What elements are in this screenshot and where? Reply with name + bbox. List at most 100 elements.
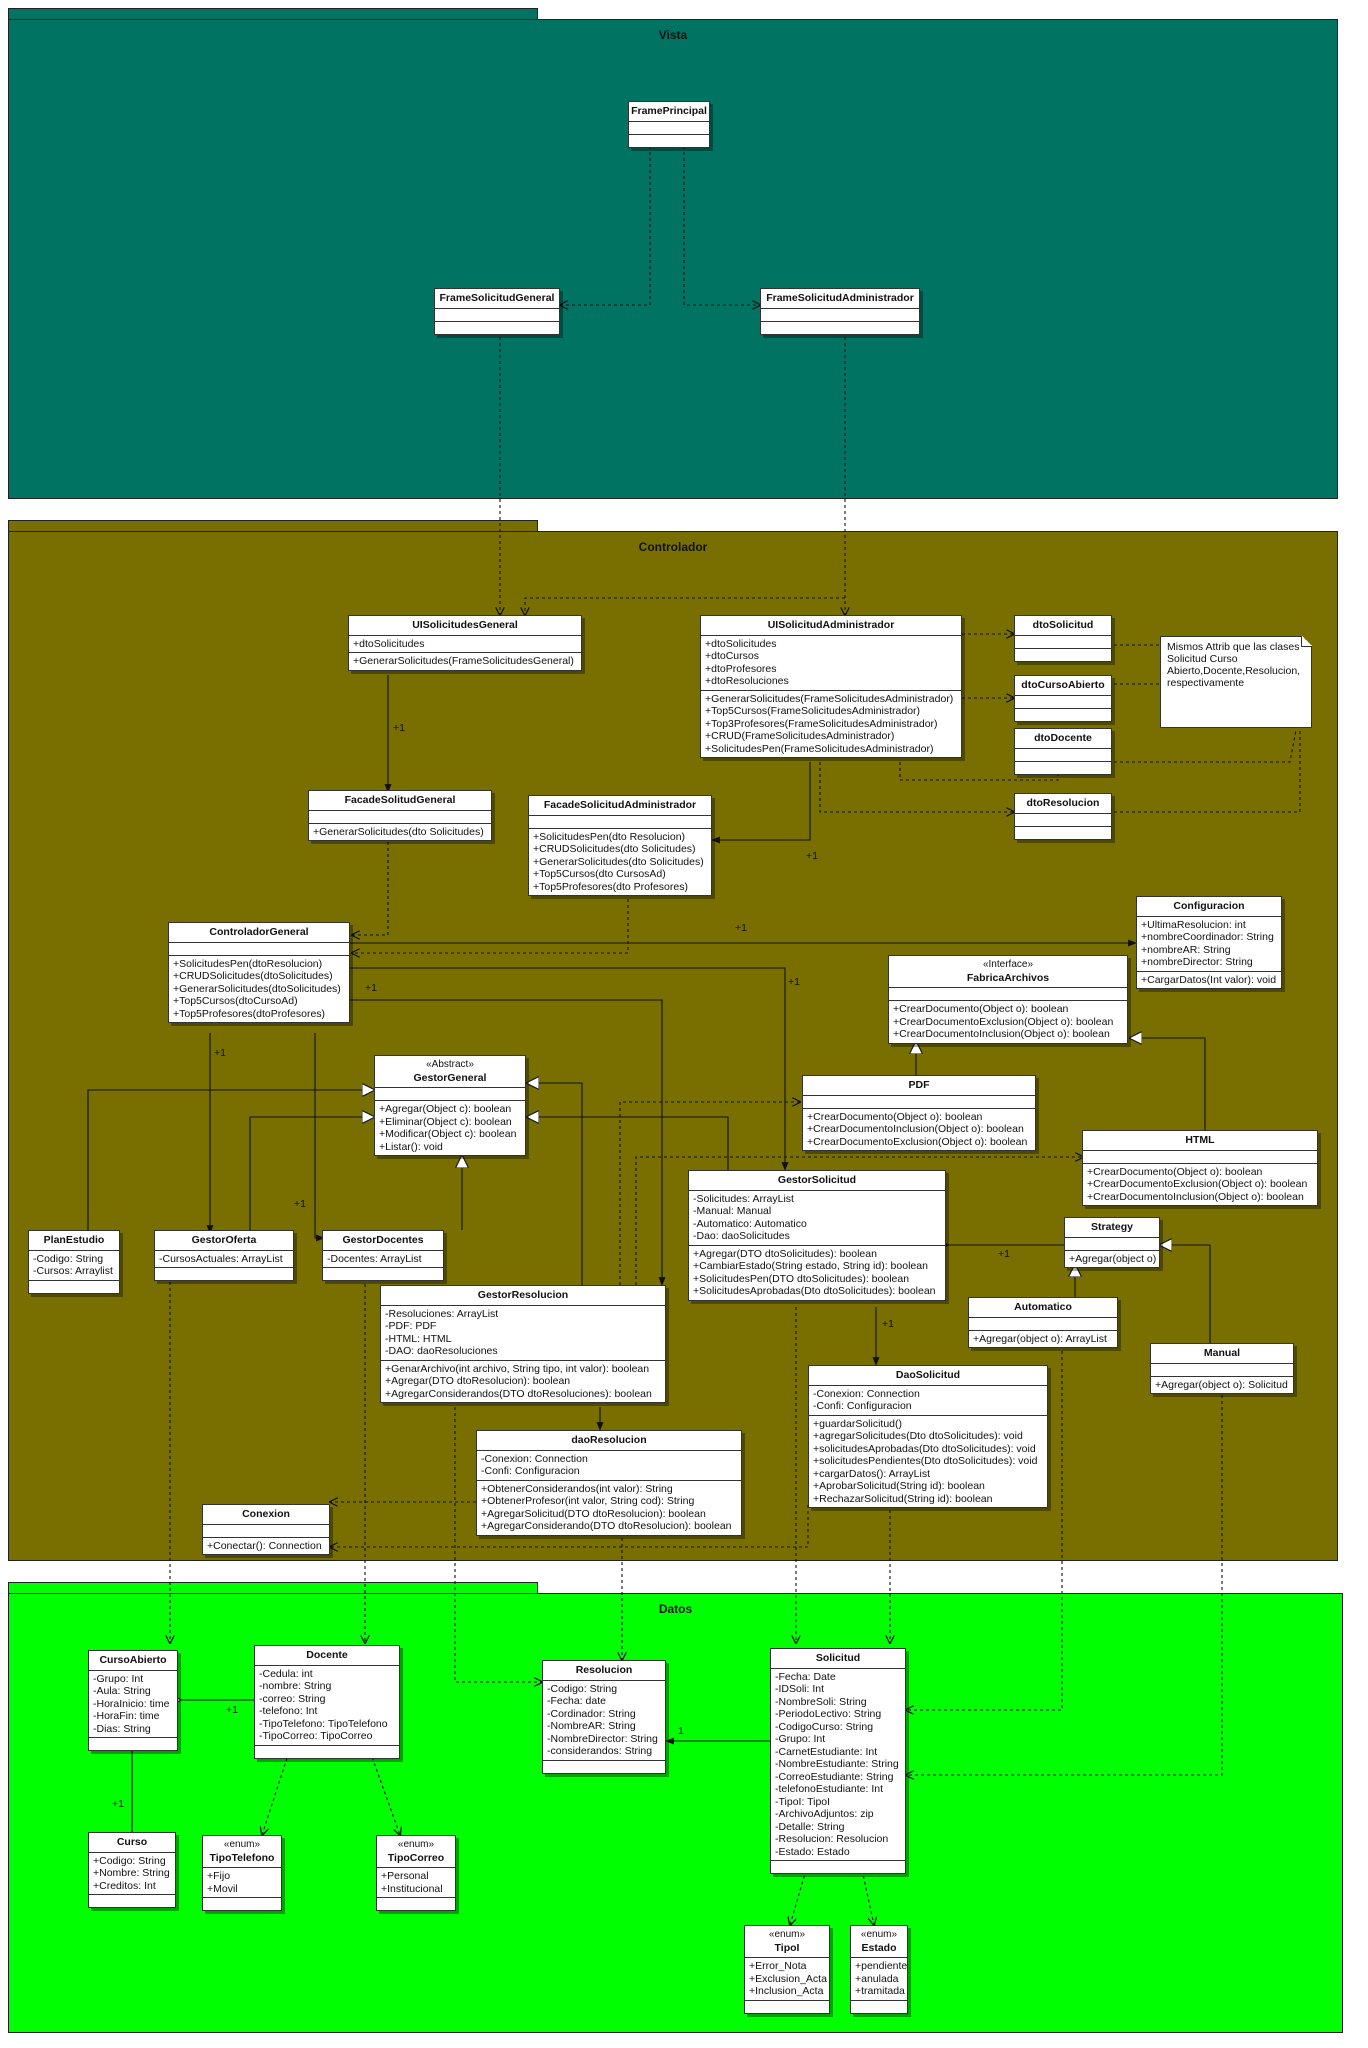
class-dao-resolucion[interactable]: daoResolucion-Conexion: Connection-Confi… <box>476 1430 742 1536</box>
class-dto-resolucion[interactable]: dtoResolucion <box>1014 793 1112 840</box>
class-gestor-docentes[interactable]: GestorDocentes-Docentes: ArrayList <box>322 1230 444 1281</box>
class-attributes: +Fijo+Movil <box>203 1868 281 1898</box>
package-datos: Datos <box>8 1593 1343 2033</box>
class-dto-curso-abierto[interactable]: dtoCursoAbierto <box>1014 675 1112 722</box>
class-gestor-solicitud[interactable]: GestorSolicitud-Solicitudes: ArrayList-M… <box>688 1170 946 1301</box>
class-name: GestorDocentes <box>342 1234 424 1246</box>
class-attributes: -Fecha: Date-IDSoli: Int-NombreSoli: Str… <box>771 1669 905 1861</box>
class-name: PlanEstudio <box>43 1234 105 1246</box>
class-method: +ObtenerProfesor(int valor, String cod):… <box>481 1495 695 1507</box>
class-attribute: -NombreDirector: String <box>547 1732 658 1745</box>
class-methods: +Conectar(): Connection <box>203 1538 329 1555</box>
class-attribute: -TipoCorreo: TipoCorreo <box>259 1730 373 1742</box>
class-attributes <box>529 816 711 829</box>
class-configuracion[interactable]: Configuracion+UltimaResolucion: int +nomb… <box>1136 896 1282 989</box>
class-method: +Top3Profesores(FrameSolicitudesAdminist… <box>705 717 938 730</box>
class-name: Curso <box>116 1836 148 1848</box>
class-method: +Listar(): void <box>379 1140 443 1153</box>
gen-gestoroferta <box>249 1117 374 1230</box>
gen-planestudio <box>87 1090 374 1230</box>
class-curso-abierto[interactable]: CursoAbierto-Grupo: Int-Aula: String-Hor… <box>88 1650 178 1751</box>
class-facade-solicitud-administrador[interactable]: FacadeSolicitudAdministrador+Solicitudes… <box>528 795 712 896</box>
class-frame-principal[interactable]: FramePrincipal <box>628 101 710 148</box>
note-text: Mismos Attrib que las clases Solicitud C… <box>1167 641 1301 689</box>
class-pdf[interactable]: PDF+CrearDocumento(Object o): boolean+Cr… <box>802 1075 1036 1151</box>
class-method: +SolicitudesPen(dtoResolucion) <box>173 957 323 970</box>
class-automatico[interactable]: Automatico+Agregar(object o): ArrayList <box>968 1297 1118 1348</box>
class-attribute: -Conexion: Connection <box>481 1452 588 1465</box>
class-frame-solicitud-general[interactable]: FrameSolicitudGeneral <box>434 288 560 335</box>
mult-controlador-config: +1 <box>735 922 747 934</box>
class-ui-solicitudes-general[interactable]: UISolicitudesGeneral+dtoSolicitudes+Gene… <box>348 615 582 671</box>
class-attribute: -PeriodoLectivo: String <box>775 1708 882 1720</box>
dep-uiadmin-dtodocente <box>899 762 1058 781</box>
class-attribute: +nombreAR: String <box>1141 943 1231 956</box>
class-name: Resolucion <box>575 1664 633 1676</box>
class-resolucion[interactable]: Resolucion-Codigo: String-Fecha: date-Co… <box>542 1660 666 1774</box>
class-header: Configuracion <box>1137 897 1281 917</box>
class-method: +GenerarSolicitudes(dto Solicitudes) <box>533 855 704 868</box>
class-gestor-general[interactable]: «Abstract»GestorGeneral+Agregar(Object c… <box>374 1055 526 1156</box>
class-attribute: -Aula: String <box>93 1685 151 1697</box>
class-attribute: -considerandos: String <box>547 1745 653 1757</box>
dep-facadeadmin-controlador <box>352 893 629 953</box>
real-manual <box>1160 1245 1211 1343</box>
class-dto-docente[interactable]: dtoDocente <box>1014 728 1112 775</box>
class-ui-solicitud-administrador[interactable]: UISolicitudAdministrador+dtoSolicitudes+… <box>700 615 962 758</box>
class-gestor-resolucion[interactable]: GestorResolucion-Resoluciones: ArrayList… <box>380 1285 666 1403</box>
class-stereotype: «enum» <box>860 1929 898 1940</box>
class-fabrica-archivos[interactable]: «Interface»FabricaArchivos+CrearDocument… <box>888 955 1128 1044</box>
class-methods: +Agregar(object o) <box>1065 1251 1159 1268</box>
class-method: +Top5Cursos(dtoCursoAd) <box>173 995 298 1007</box>
class-methods <box>761 322 919 334</box>
class-attributes <box>803 1096 1035 1109</box>
class-attributes: +Personal+Institucional <box>377 1868 455 1898</box>
class-tipo-correo[interactable]: «enum»TipoCorreo+Personal+Institucional <box>376 1835 456 1911</box>
class-gestor-oferta[interactable]: GestorOferta-CursosActuales: ArrayList <box>154 1230 294 1281</box>
class-curso[interactable]: Curso+Codigo: String+Nombre: String+Cred… <box>88 1832 176 1908</box>
class-header: Conexion <box>203 1505 329 1525</box>
class-conexion[interactable]: Conexion +Conectar(): Connection <box>202 1504 330 1555</box>
class-methods <box>851 2001 907 2013</box>
class-method: +agregarSolicitudes(Dto dtoSolicitudes):… <box>813 1430 1023 1442</box>
class-tipo-i[interactable]: «enum»TipoI+Error_Nota+Exclusion_Acta+In… <box>744 1925 830 2014</box>
class-attributes: -Conexion: Connection-Confi: Configuraci… <box>809 1386 1047 1416</box>
class-estado[interactable]: «enum»Estado+pendiente+anulada+tramitada <box>850 1925 908 2014</box>
class-attribute: -Fecha: Date <box>775 1670 836 1683</box>
class-controlador-general[interactable]: ControladorGeneral+SolicitudesPen(dtoRes… <box>168 922 350 1023</box>
class-plan-estudio[interactable]: PlanEstudio-Codigo: String-Cursos: Array… <box>28 1230 120 1294</box>
class-dao-solicitud[interactable]: DaoSolicitud-Conexion: Connection-Confi:… <box>808 1365 1048 1508</box>
class-attribute: +UltimaResolucion: int <box>1141 918 1246 931</box>
class-methods <box>629 135 709 147</box>
class-stereotype: «Interface» <box>982 959 1034 970</box>
assoc-controlador-gestorresolucion <box>350 999 666 1286</box>
class-name: TipoTelefono <box>209 1851 275 1864</box>
class-dto-solicitud[interactable]: dtoSolicitud <box>1014 615 1112 662</box>
class-name: FramePrincipal <box>631 105 707 117</box>
class-attribute: +dtoSolicitudes <box>353 637 425 650</box>
class-tipo-telefono[interactable]: «enum»TipoTelefono+Fijo+Movil <box>202 1835 282 1911</box>
class-html[interactable]: HTML+CrearDocumento(Object o): boolean+C… <box>1082 1130 1318 1206</box>
class-header: Strategy <box>1065 1218 1159 1238</box>
class-facade-solicitud-general[interactable]: FacadeSolitudGeneral+GenerarSolicitudes(… <box>308 790 492 841</box>
class-name: HTML <box>1185 1134 1215 1146</box>
class-method: +RechazarSolicitud(String id): boolean <box>813 1492 993 1505</box>
class-frame-solicitud-administrador[interactable]: FrameSolicitudAdministrador <box>760 288 920 335</box>
class-methods: +GenerarSolicitudes(FrameSolicitudesAdmi… <box>701 691 961 758</box>
class-manual[interactable]: Manual+Agregar(object o): Solicitud <box>1150 1343 1294 1394</box>
class-methods: +GenarArchivo(int archivo, String tipo, … <box>381 1361 665 1403</box>
class-name: dtoDocente <box>1034 732 1092 744</box>
gen-gestorresolucion <box>527 1083 583 1285</box>
mult-uiadmin-facade: +1 <box>806 850 818 862</box>
class-method: +Conectar(): Connection <box>207 1539 322 1552</box>
class-method: +cargarDatos(): ArrayList <box>813 1467 930 1480</box>
class-attributes: -Cedula: int-nombre: String-correo: Stri… <box>255 1666 399 1746</box>
package-title-datos: Datos <box>658 1602 693 1616</box>
class-name: PDF <box>908 1079 930 1091</box>
class-attribute: -DAO: daoResoluciones <box>385 1345 498 1357</box>
class-strategy[interactable]: Strategy +Agregar(object o) <box>1064 1217 1160 1268</box>
class-header: FrameSolicitudAdministrador <box>761 289 919 309</box>
class-attribute: -Manual: Manual <box>693 1205 772 1217</box>
class-docente[interactable]: Docente-Cedula: int-nombre: String-corre… <box>254 1645 400 1759</box>
class-solicitud[interactable]: Solicitud-Fecha: Date-IDSoli: Int-Nombre… <box>770 1648 906 1874</box>
